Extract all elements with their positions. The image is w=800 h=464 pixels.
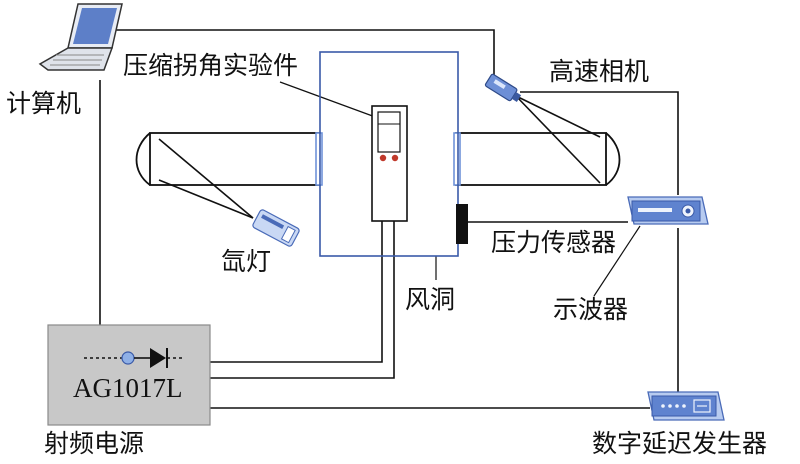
label-xenon-lamp: 氙灯 — [221, 247, 272, 276]
label-test-piece: 压缩拐角实验件 — [123, 51, 299, 80]
laptop-icon — [38, 3, 123, 71]
label-oscilloscope: 示波器 — [553, 295, 629, 324]
wire-camera-trunk — [520, 91, 679, 195]
xenon-lamp-icon — [252, 209, 300, 247]
camera-icon — [484, 73, 522, 102]
leader-test-piece — [279, 81, 379, 119]
schlieren-left-tube — [135, 132, 323, 219]
oscilloscope-icon — [627, 196, 709, 225]
label-pressure-sensor: 压力传感器 — [491, 228, 617, 257]
label-computer: 计算机 — [6, 89, 82, 118]
pressure-sensor — [456, 204, 468, 244]
wire-rf-electrode-1 — [210, 162, 383, 363]
wire-computer-camera — [115, 29, 495, 82]
diode-icon — [84, 348, 182, 368]
label-wind-tunnel: 风洞 — [405, 285, 456, 314]
test-piece — [371, 105, 408, 222]
label-high-speed-camera: 高速相机 — [549, 57, 650, 86]
electrode-left — [379, 154, 387, 162]
wire-rf-electrode-2 — [210, 162, 395, 379]
leader-oscilloscope — [593, 225, 641, 297]
label-rf-power-supply: 射频电源 — [44, 429, 145, 458]
label-delay-generator: 数字延迟发生器 — [592, 429, 768, 458]
rf-power-supply — [47, 324, 211, 426]
wiring — [99, 29, 679, 409]
electrode-right — [391, 154, 399, 162]
wind-tunnel-box — [319, 51, 459, 257]
schlieren-right-tube — [453, 95, 621, 186]
delay-generator-icon — [647, 391, 725, 421]
label-rf-model: AG1017L — [73, 373, 183, 403]
